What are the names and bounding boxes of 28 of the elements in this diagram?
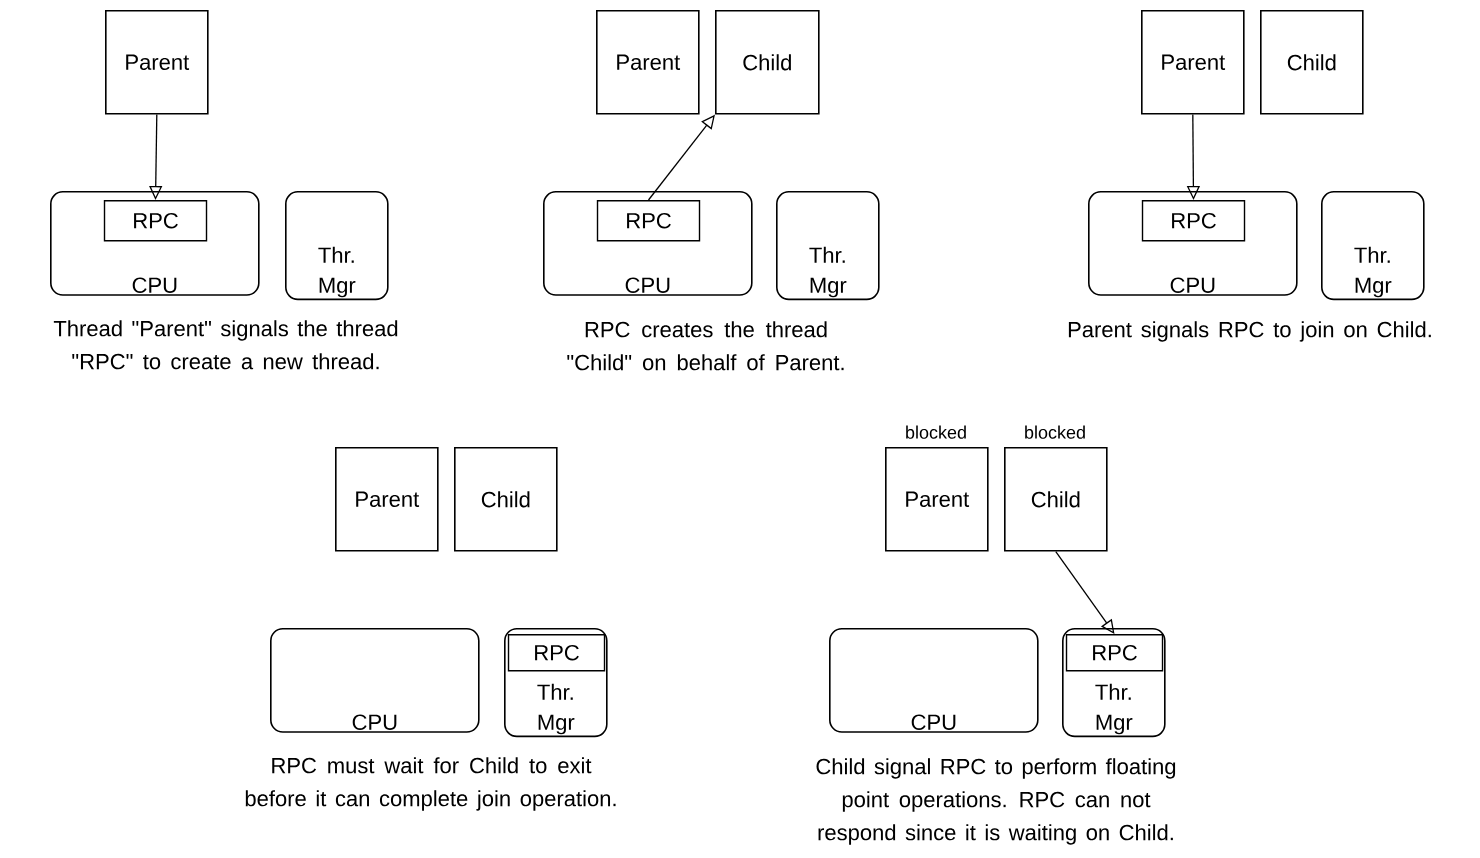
thread-box: Parent <box>596 10 700 115</box>
caption: Parent signals RPC to join on Child. <box>1068 321 1431 342</box>
state-label: blocked <box>1025 425 1085 439</box>
rpc-box: RPC <box>103 200 208 242</box>
thread-manager-box: Thr. Mgr <box>776 191 880 301</box>
rpc-box: RPC <box>1065 634 1164 672</box>
thread-manager-box: Thr. Mgr <box>1321 191 1425 301</box>
state-label: blocked <box>906 425 966 439</box>
thread-box: Child <box>715 10 820 115</box>
caption: Child signal RPC to perform floating point operations. RPC can not respond since it is waiting on Child. <box>816 758 1176 845</box>
thread-box: Child <box>1260 10 1364 115</box>
thread-box: Parent <box>335 447 439 552</box>
rpc-box: RPC <box>1141 200 1246 242</box>
arrow <box>1055 550 1115 634</box>
thread-box: Parent <box>885 447 989 552</box>
caption: RPC must wait for Child to exit before it can complete join operation. <box>245 757 616 811</box>
caption: Thread "Parent" signals the thread "RPC" to create a new thread. <box>53 320 398 370</box>
cpu-box: CPU <box>270 628 480 733</box>
rpc-box: RPC <box>596 200 701 242</box>
caption: RPC creates the thread "Child" on behalf of Parent. <box>567 321 844 371</box>
thread-manager-box: Thr. Mgr <box>285 191 389 301</box>
thread-box: Parent <box>105 10 209 115</box>
thread-box: Parent <box>1141 10 1245 115</box>
arrow <box>149 113 163 200</box>
thread-box: Child <box>1004 447 1108 552</box>
rpc-box: RPC <box>507 634 606 672</box>
thread-box: Child <box>454 447 558 552</box>
cpu-box: CPU <box>829 628 1039 733</box>
